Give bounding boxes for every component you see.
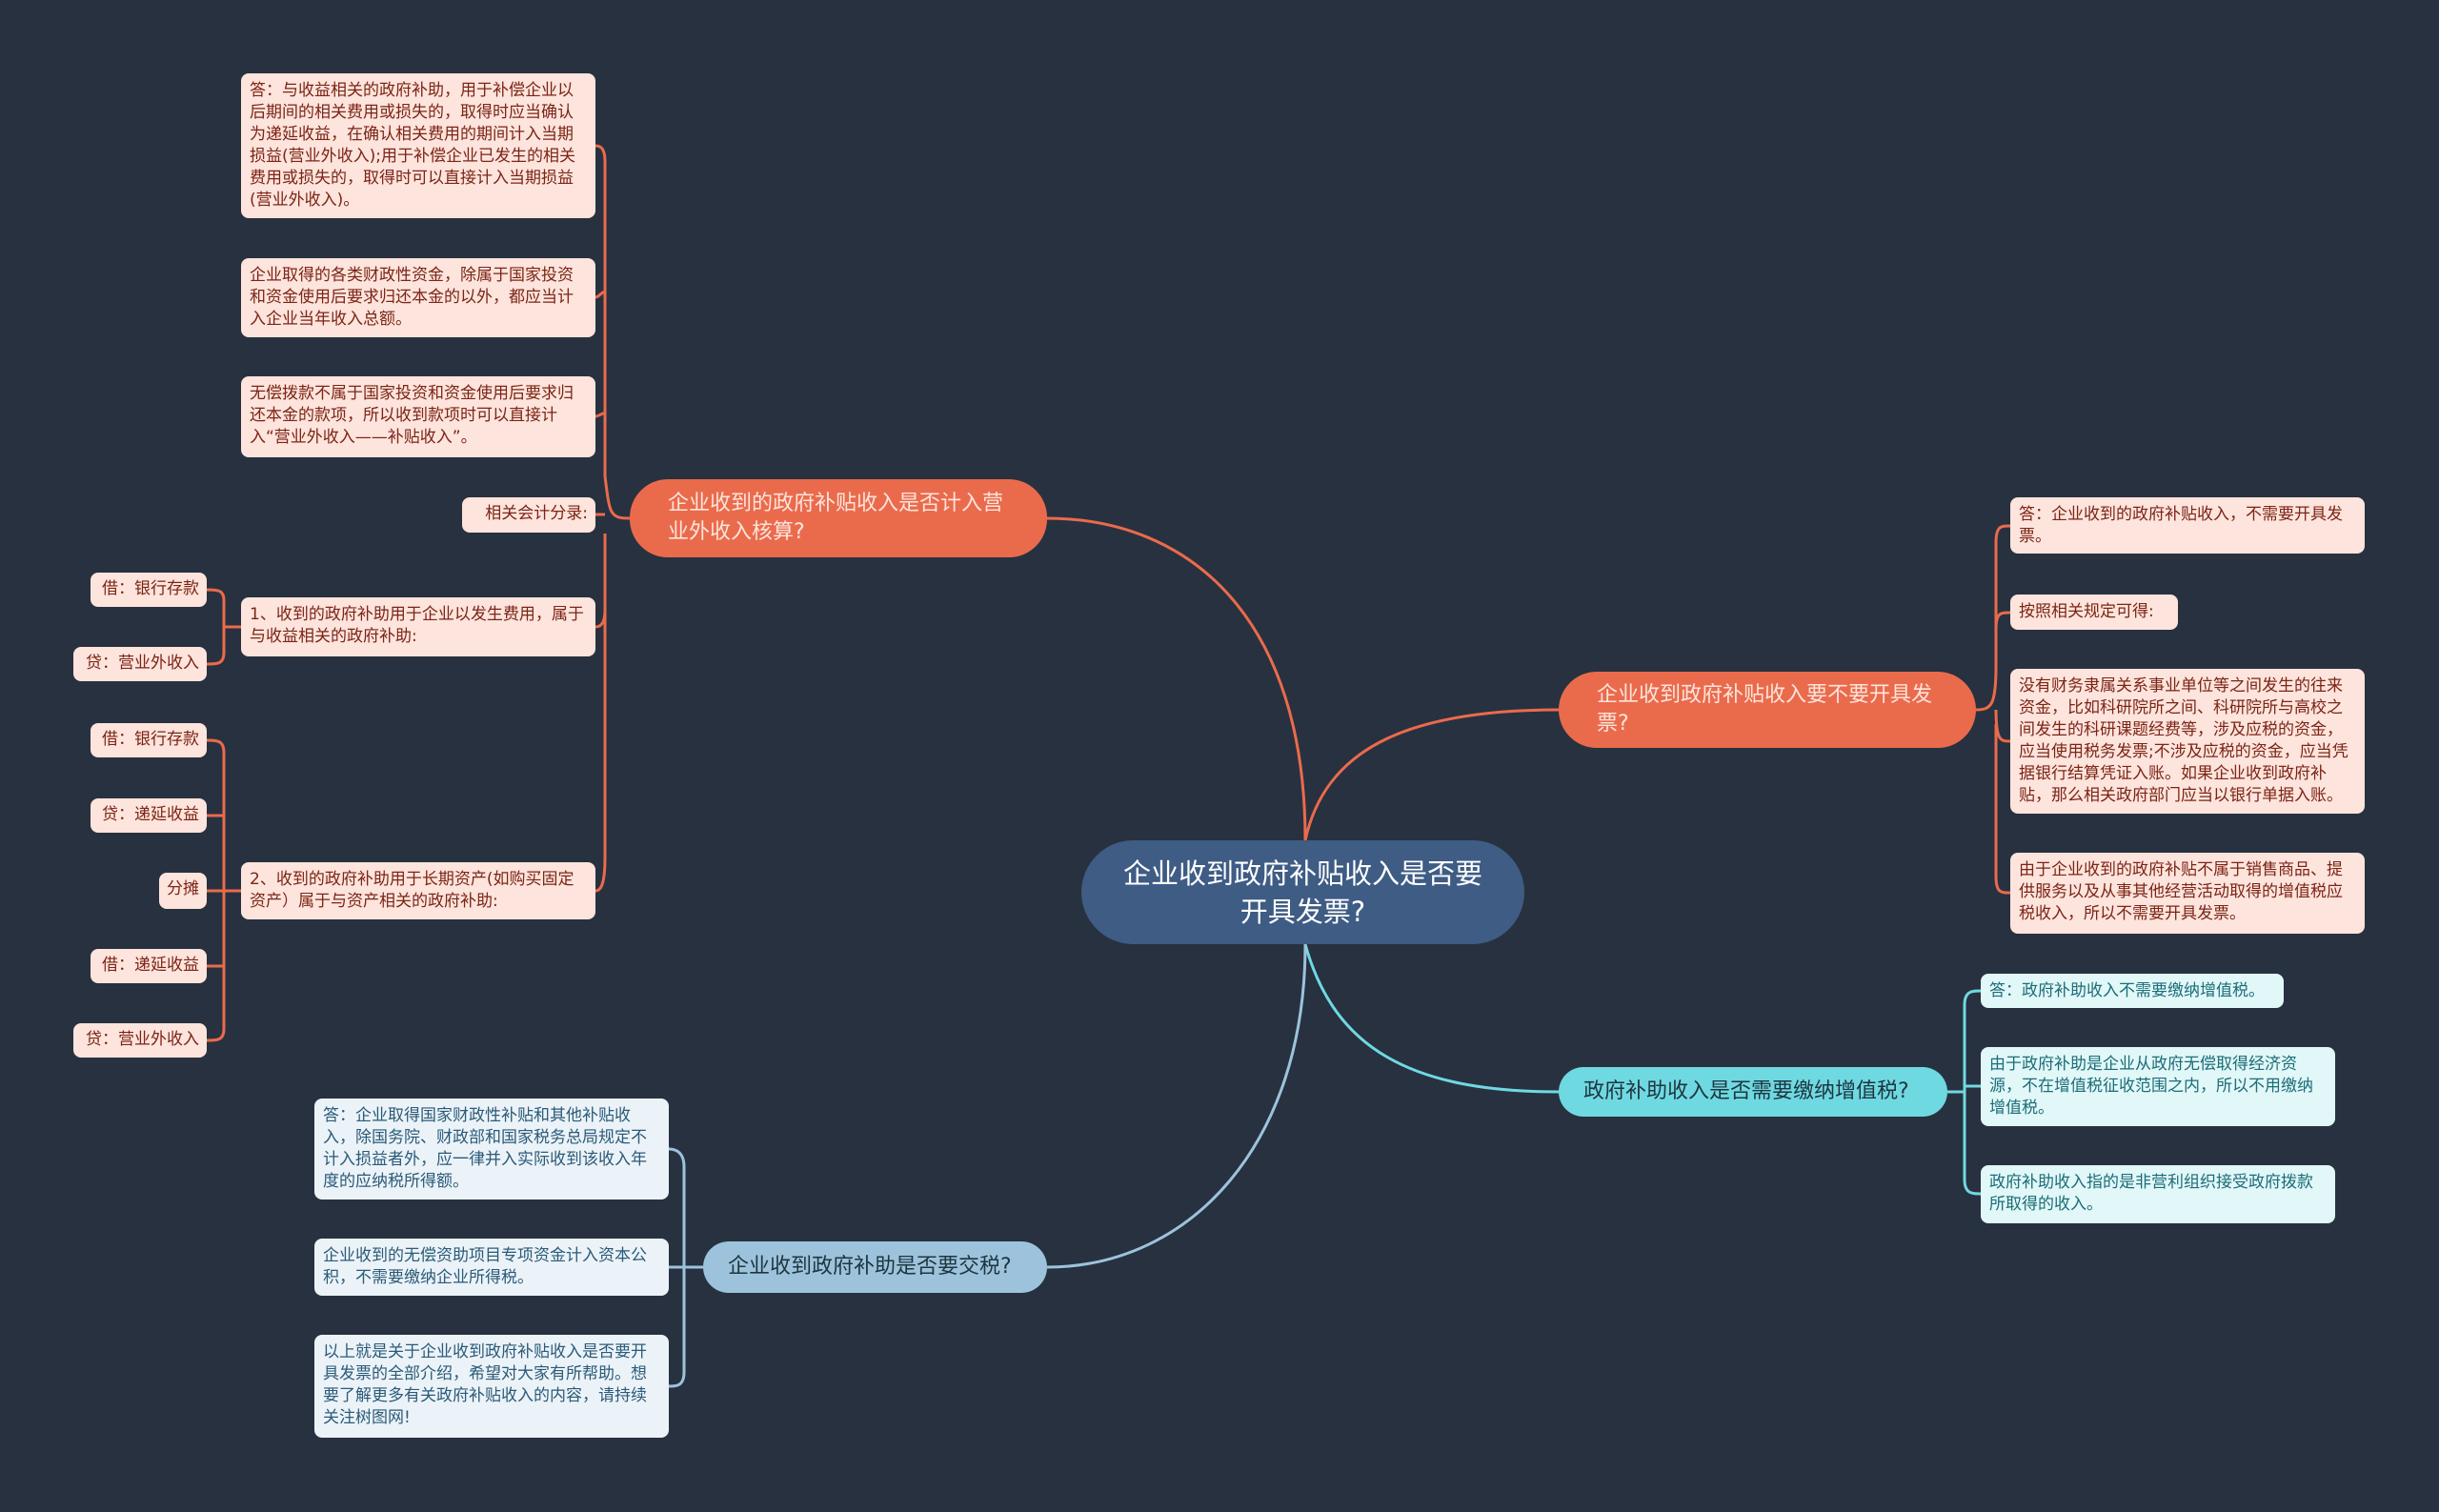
link-center-tax [1046,943,1307,1269]
link-entries-1 [206,588,241,666]
entry-credit-deferred[interactable]: 贷：递延收益 [91,798,207,833]
central-topic[interactable]: 企业收到政府补贴收入是否要开具发票? [1081,840,1524,944]
leaf-invoice-detail[interactable]: 没有财务隶属关系事业单位等之间发生的往来资金，比如科研院所之间、科研院所与高校之… [2010,669,2365,814]
leaf-tax-capital-reserve[interactable]: 企业收到的无偿资助项目专项资金计入资本公积，不需要缴纳企业所得税。 [314,1239,669,1296]
leaf-accounting-answer[interactable]: 答：与收益相关的政府补助，用于补偿企业以后期间的相关费用或损失的，取得时应当确认… [241,73,595,218]
branch-tax[interactable]: 企业收到政府补助是否要交税? [703,1241,1047,1293]
leaf-invoice-rule-label[interactable]: 按照相关规定可得: [2010,595,2178,630]
leaf-vat-reason[interactable]: 由于政府补助是企业从政府无偿取得经济资源，不在增值税征收范围之内，所以不用缴纳增… [1981,1047,2335,1126]
leaf-invoice-reason[interactable]: 由于企业收到的政府补贴不属于销售商品、提供服务以及从事其他经营活动取得的增值税应… [2010,853,2365,934]
leaf-invoice-answer[interactable]: 答：企业收到的政府补贴收入，不需要开具发票。 [2010,497,2365,554]
leaf-tax-answer[interactable]: 答：企业取得国家财政性补贴和其他补贴收入，除国务院、财政部和国家税务总局规定不计… [314,1099,669,1200]
link-vat-leaves [1947,989,1982,1196]
leaf-accounting-entries-label[interactable]: 相关会计分录: [462,497,595,533]
leaf-accounting-grant[interactable]: 无偿拨款不属于国家投资和资金使用后要求归还本金的款项，所以收到款项时可以直接计入… [241,376,595,457]
leaf-vat-definition[interactable]: 政府补助收入指的是非营利组织接受政府拨款所取得的收入。 [1981,1165,2335,1223]
leaf-tax-conclusion[interactable]: 以上就是关于企业收到政府补贴收入是否要开具发票的全部介绍，希望对大家有所帮助。想… [314,1335,669,1438]
leaf-accounting-case-2[interactable]: 2、收到的政府补助用于长期资产(如购买固定资产）属于与资产相关的政府补助: [241,862,595,919]
leaf-accounting-case-1[interactable]: 1、收到的政府补助用于企业以发生费用，属于与收益相关的政府补助: [241,597,595,656]
branch-vat[interactable]: 政府补助收入是否需要缴纳增值税? [1559,1067,1947,1117]
entry-credit-nonop-2[interactable]: 贷：营业外收入 [73,1023,207,1058]
leaf-vat-answer[interactable]: 答：政府补助收入不需要缴纳增值税。 [1981,974,2284,1008]
link-entries-2 [206,738,241,1042]
entry-debit-bank-2[interactable]: 借：银行存款 [91,723,207,757]
branch-invoice[interactable]: 企业收到政府补贴收入要不要开具发票? [1559,672,1976,748]
link-accounting-leaves [595,144,631,893]
link-invoice-leaves [1975,524,2011,895]
branch-accounting[interactable]: 企业收到的政府补贴收入是否计入营业外收入核算? [630,479,1047,557]
leaf-accounting-fiscal-funds[interactable]: 企业取得的各类财政性资金，除属于国家投资和资金使用后要求归还本金的以外，都应当计… [241,258,595,337]
link-center-vat [1303,943,1560,1094]
entry-amortize[interactable]: 分摊 [159,873,207,909]
entry-credit-nonop-1[interactable]: 贷：营业外收入 [73,647,207,681]
entry-debit-deferred[interactable]: 借：递延收益 [91,949,207,983]
entry-debit-bank-1[interactable]: 借：银行存款 [91,573,207,607]
link-tax-leaves [668,1147,703,1388]
link-center-accounting [1046,516,1307,841]
link-center-invoice [1303,708,1560,841]
